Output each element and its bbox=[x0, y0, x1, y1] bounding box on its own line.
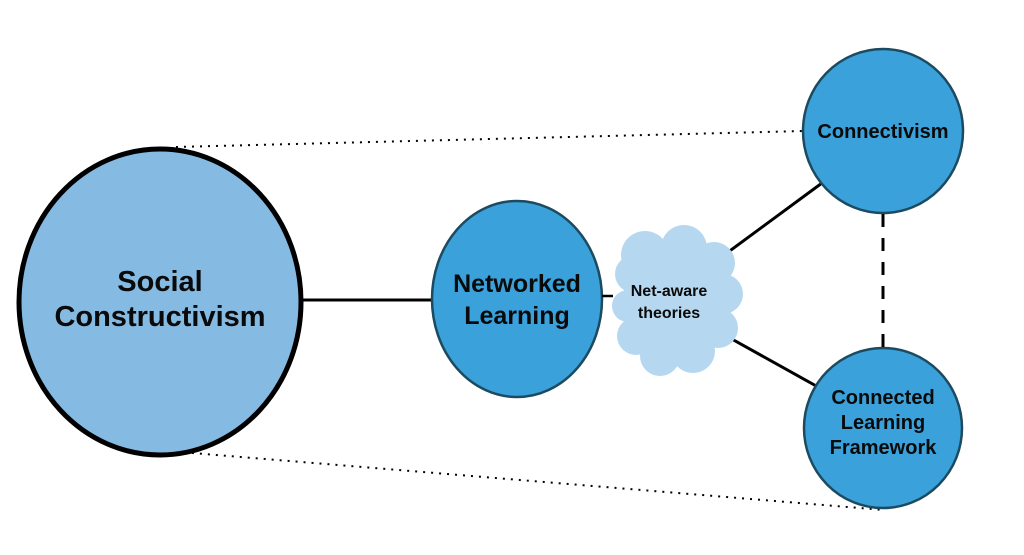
label-networked-learning-line1: Networked bbox=[453, 270, 581, 298]
label-social-constructivism-line2: Constructivism bbox=[54, 301, 265, 333]
node-net-aware-theories-cloud bbox=[612, 225, 743, 376]
node-social-constructivism bbox=[16, 146, 304, 458]
label-net-aware-theories-line2: theories bbox=[638, 305, 700, 322]
edge-socialconstructivism-connectivism-dotted bbox=[175, 130, 805, 148]
node-connected-learning-framework bbox=[802, 346, 964, 510]
label-connected-learning-framework-line2: Learning bbox=[841, 412, 925, 434]
label-networked-learning-line2: Learning bbox=[464, 302, 570, 330]
node-networked-learning bbox=[430, 199, 604, 399]
label-connectivism: Connectivism bbox=[817, 121, 948, 143]
cloud-body bbox=[623, 244, 729, 358]
label-connected-learning-framework-line1: Connected bbox=[831, 387, 934, 409]
node-connectivism bbox=[801, 47, 965, 215]
label-social-constructivism-line1: Social bbox=[117, 266, 202, 298]
edge-socialconstructivism-connectedlearningframework-dotted bbox=[167, 450, 885, 511]
label-net-aware-theories-line1: Net-aware bbox=[631, 283, 708, 300]
label-connected-learning-framework-line3: Framework bbox=[830, 437, 938, 459]
